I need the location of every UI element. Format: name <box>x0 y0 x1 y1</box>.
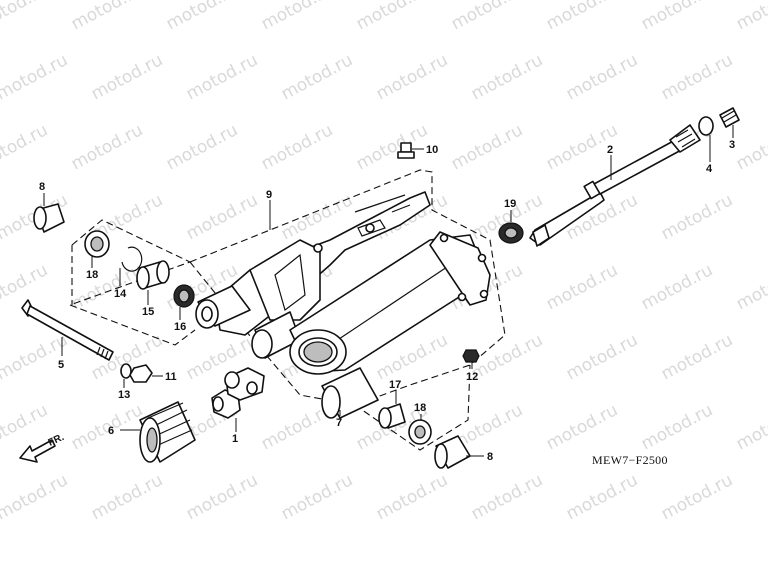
oil-seal-19 <box>498 222 524 244</box>
watermark-text: motod.ru <box>638 400 716 454</box>
callout-18-left: 18 <box>86 269 98 281</box>
callout-7: 7 <box>336 417 342 429</box>
callout-8-upper: 8 <box>39 181 45 193</box>
bearing-17 <box>378 403 406 429</box>
watermark-text: motod.ru <box>468 50 546 104</box>
leader-lines <box>43 125 734 457</box>
watermark-text: motod.ru <box>278 470 356 524</box>
watermark-text: motod.ru <box>0 50 71 104</box>
watermark-text: motod.ru <box>658 50 736 104</box>
watermark-text: motod.ru <box>183 50 261 104</box>
watermark-text: motod.ru <box>0 120 51 174</box>
watermark-text: motod.ru <box>183 470 261 524</box>
watermark-text: motod.ru <box>543 400 621 454</box>
bearing-16 <box>173 284 195 308</box>
callout-1: 1 <box>232 433 238 445</box>
watermark-text: motod.ru <box>638 0 716 34</box>
collar-7 <box>321 367 379 419</box>
callout-13: 13 <box>118 389 130 401</box>
watermark-text: motod.ru <box>563 50 641 104</box>
watermark-text: motod.ru <box>468 470 546 524</box>
svg-text:FR.: FR. <box>47 432 66 449</box>
callout-19: 19 <box>504 198 516 210</box>
boot-6 <box>139 401 196 463</box>
callout-8-lower: 8 <box>487 451 493 463</box>
watermark-text: motod.ru <box>543 0 621 34</box>
watermark-text: motod.ru <box>448 0 526 34</box>
callout-11: 11 <box>165 371 177 383</box>
watermark-text: motod.ru <box>88 470 166 524</box>
nut-12 <box>462 349 480 363</box>
watermark-text: motod.ru <box>563 470 641 524</box>
universal-joint-1 <box>211 367 265 419</box>
watermark-text: motod.ru <box>258 120 336 174</box>
callout-16: 16 <box>174 321 186 333</box>
watermark-text: motod.ru <box>353 0 431 34</box>
nut-11 <box>129 364 153 383</box>
watermark-text: motod.ru <box>733 120 768 174</box>
callout-2: 2 <box>607 144 613 156</box>
watermark-text: motod.ru <box>278 50 356 104</box>
spring-3 <box>719 107 740 128</box>
swingarm <box>195 191 491 375</box>
watermark-text: motod.ru <box>0 0 51 34</box>
watermark-text: motod.ru <box>88 50 166 104</box>
snap-ring-4 <box>698 116 714 136</box>
callout-6: 6 <box>108 425 114 437</box>
watermark-text: motod.ru <box>638 260 716 314</box>
watermark-text: motod.ru <box>658 330 736 384</box>
watermark-text: motod.ru <box>733 260 768 314</box>
pivot-bolt-5 <box>21 299 114 361</box>
callout-4: 4 <box>706 163 713 175</box>
callout-17: 17 <box>389 379 401 391</box>
callout-14: 14 <box>114 288 127 300</box>
diagram-code: MEW7−F2500 <box>592 453 668 467</box>
watermark-text: motod.ru <box>183 190 261 244</box>
watermark-text: motod.ru <box>373 50 451 104</box>
watermark-text: motod.ru <box>658 470 736 524</box>
watermark-text: motod.ru <box>258 0 336 34</box>
watermark-text: motod.ru <box>543 260 621 314</box>
callout-10: 10 <box>426 144 438 156</box>
watermark-text: motod.ru <box>733 0 768 34</box>
watermark-text: motod.ru <box>733 400 768 454</box>
watermark-text: motod.ru <box>68 260 146 314</box>
watermark-text: motod.ru <box>353 120 431 174</box>
watermark-layer: motod.ru motod.ru motod.ru motod.ru motod.ru… <box>0 0 768 524</box>
washer-13 <box>120 363 132 379</box>
snap-ring-14 <box>121 246 143 272</box>
watermark-text: motod.ru <box>448 120 526 174</box>
watermark-text: motod.ru <box>468 330 546 384</box>
watermark-text: motod.ru <box>68 0 146 34</box>
callout-5: 5 <box>58 359 64 371</box>
watermark-text: motod.ru <box>163 120 241 174</box>
callout-3: 3 <box>729 139 735 151</box>
front-arrow: FR. <box>19 432 66 463</box>
watermark-text: motod.ru <box>0 330 71 384</box>
bearing-15 <box>136 260 170 290</box>
watermark-text: motod.ru <box>658 190 736 244</box>
watermark-text: motod.ru <box>163 0 241 34</box>
drive-shaft <box>529 124 701 247</box>
callout-labels: 8 9 10 2 4 3 19 18 14 15 16 5 11 13 12 6… <box>39 139 735 463</box>
bolt-10 <box>397 142 415 159</box>
callout-18-right: 18 <box>414 402 426 414</box>
dust-seal-18-left <box>84 230 110 258</box>
callout-12: 12 <box>466 371 478 383</box>
watermark-text: motod.ru <box>563 330 641 384</box>
dust-seal-18-right <box>408 419 432 445</box>
callout-9: 9 <box>266 189 272 201</box>
watermark-text: motod.ru <box>373 470 451 524</box>
callout-15: 15 <box>142 306 154 318</box>
watermark-text: motod.ru <box>0 470 71 524</box>
watermark-text: motod.ru <box>68 120 146 174</box>
collar-8-upper <box>33 203 65 233</box>
